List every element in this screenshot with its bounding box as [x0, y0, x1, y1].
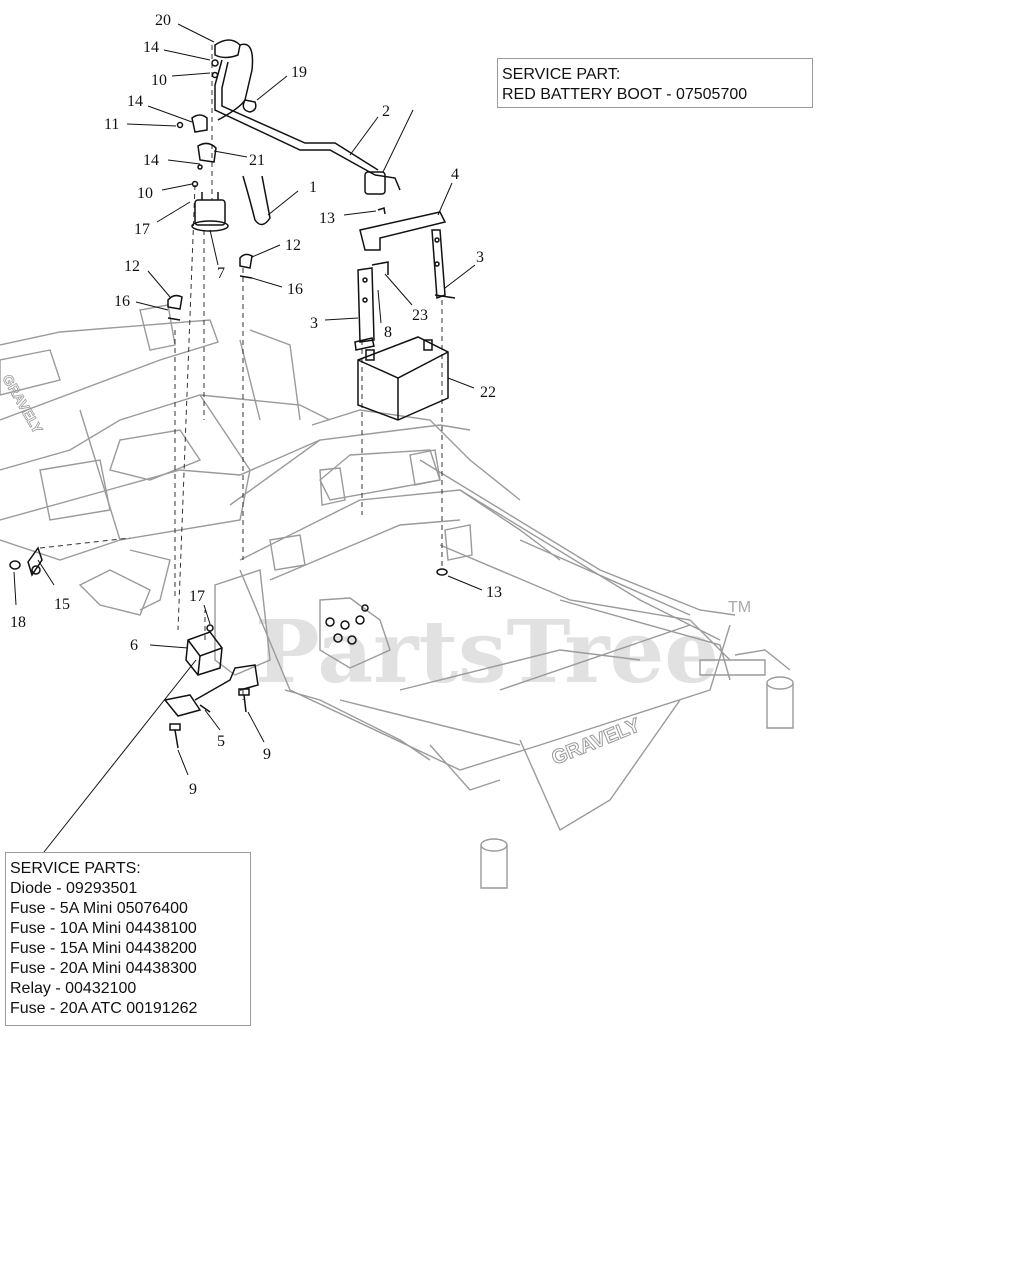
callout-2: 2 [382, 103, 390, 120]
callout-12: 12 [124, 258, 140, 275]
trademark: TM [728, 599, 751, 616]
service-part-box-battery-boot: SERVICE PART: RED BATTERY BOOT - 0750570… [497, 58, 813, 108]
frame-badges: GRAVELY GRAVELY [0, 371, 645, 770]
service-parts-line: Fuse - 20A Mini 04438300 [10, 960, 197, 977]
callout-13: 13 [319, 210, 335, 227]
callout-22: 22 [480, 384, 496, 401]
mower-frame [0, 304, 794, 889]
callout-14: 14 [143, 39, 159, 56]
callout-17: 17 [134, 221, 150, 238]
callout-23: 23 [412, 307, 428, 324]
service-parts-line: Diode - 09293501 [10, 880, 138, 897]
service-parts-line: Fuse - 10A Mini 04438100 [10, 920, 197, 937]
callout-labels: 20 14 10 19 14 11 2 14 21 10 1 17 13 4 7… [10, 12, 502, 798]
callout-9: 9 [189, 781, 197, 798]
service-parts-line: Fuse - 20A ATC 00191262 [10, 1000, 198, 1017]
assembly-lines [39, 45, 443, 700]
service-part-heading: SERVICE PART: [502, 66, 621, 83]
callout-3: 3 [310, 315, 318, 332]
callout-6: 6 [130, 637, 138, 654]
callout-16: 16 [114, 293, 130, 310]
service-part-line: RED BATTERY BOOT - 07505700 [502, 86, 748, 103]
callout-16: 16 [287, 281, 303, 298]
callout-18: 18 [10, 614, 26, 631]
callout-11: 11 [104, 116, 119, 133]
callout-14: 14 [127, 93, 143, 110]
callout-19: 19 [291, 64, 307, 81]
service-parts-line: Fuse - 5A Mini 05076400 [10, 900, 188, 917]
callout-8: 8 [384, 324, 392, 341]
service-parts-box-electrical: SERVICE PARTS: Diode - 09293501 Fuse - 5… [5, 852, 251, 1026]
callout-9: 9 [263, 746, 271, 763]
callout-20: 20 [155, 12, 171, 29]
callout-7: 7 [217, 265, 225, 282]
service-parts-heading: SERVICE PARTS: [10, 860, 141, 877]
callout-10: 10 [151, 72, 167, 89]
callout-5: 5 [217, 733, 225, 750]
frame-badge: GRAVELY [0, 372, 46, 437]
callout-4: 4 [451, 166, 459, 183]
callout-17: 17 [189, 588, 205, 605]
service-parts-line: Relay - 00432100 [10, 980, 137, 997]
callout-21: 21 [249, 152, 265, 169]
callout-14: 14 [143, 152, 159, 169]
callout-1: 1 [309, 179, 317, 196]
callout-15: 15 [54, 596, 70, 613]
parts-art [9, 39, 456, 749]
leader-lines [13, 23, 483, 853]
callout-12: 12 [285, 237, 301, 254]
callout-10: 10 [137, 185, 153, 202]
frame-badge: GRAVELY [549, 714, 644, 770]
callout-3: 3 [476, 249, 484, 266]
service-parts-line: Fuse - 15A Mini 04438200 [10, 940, 197, 957]
callout-13: 13 [486, 584, 502, 601]
